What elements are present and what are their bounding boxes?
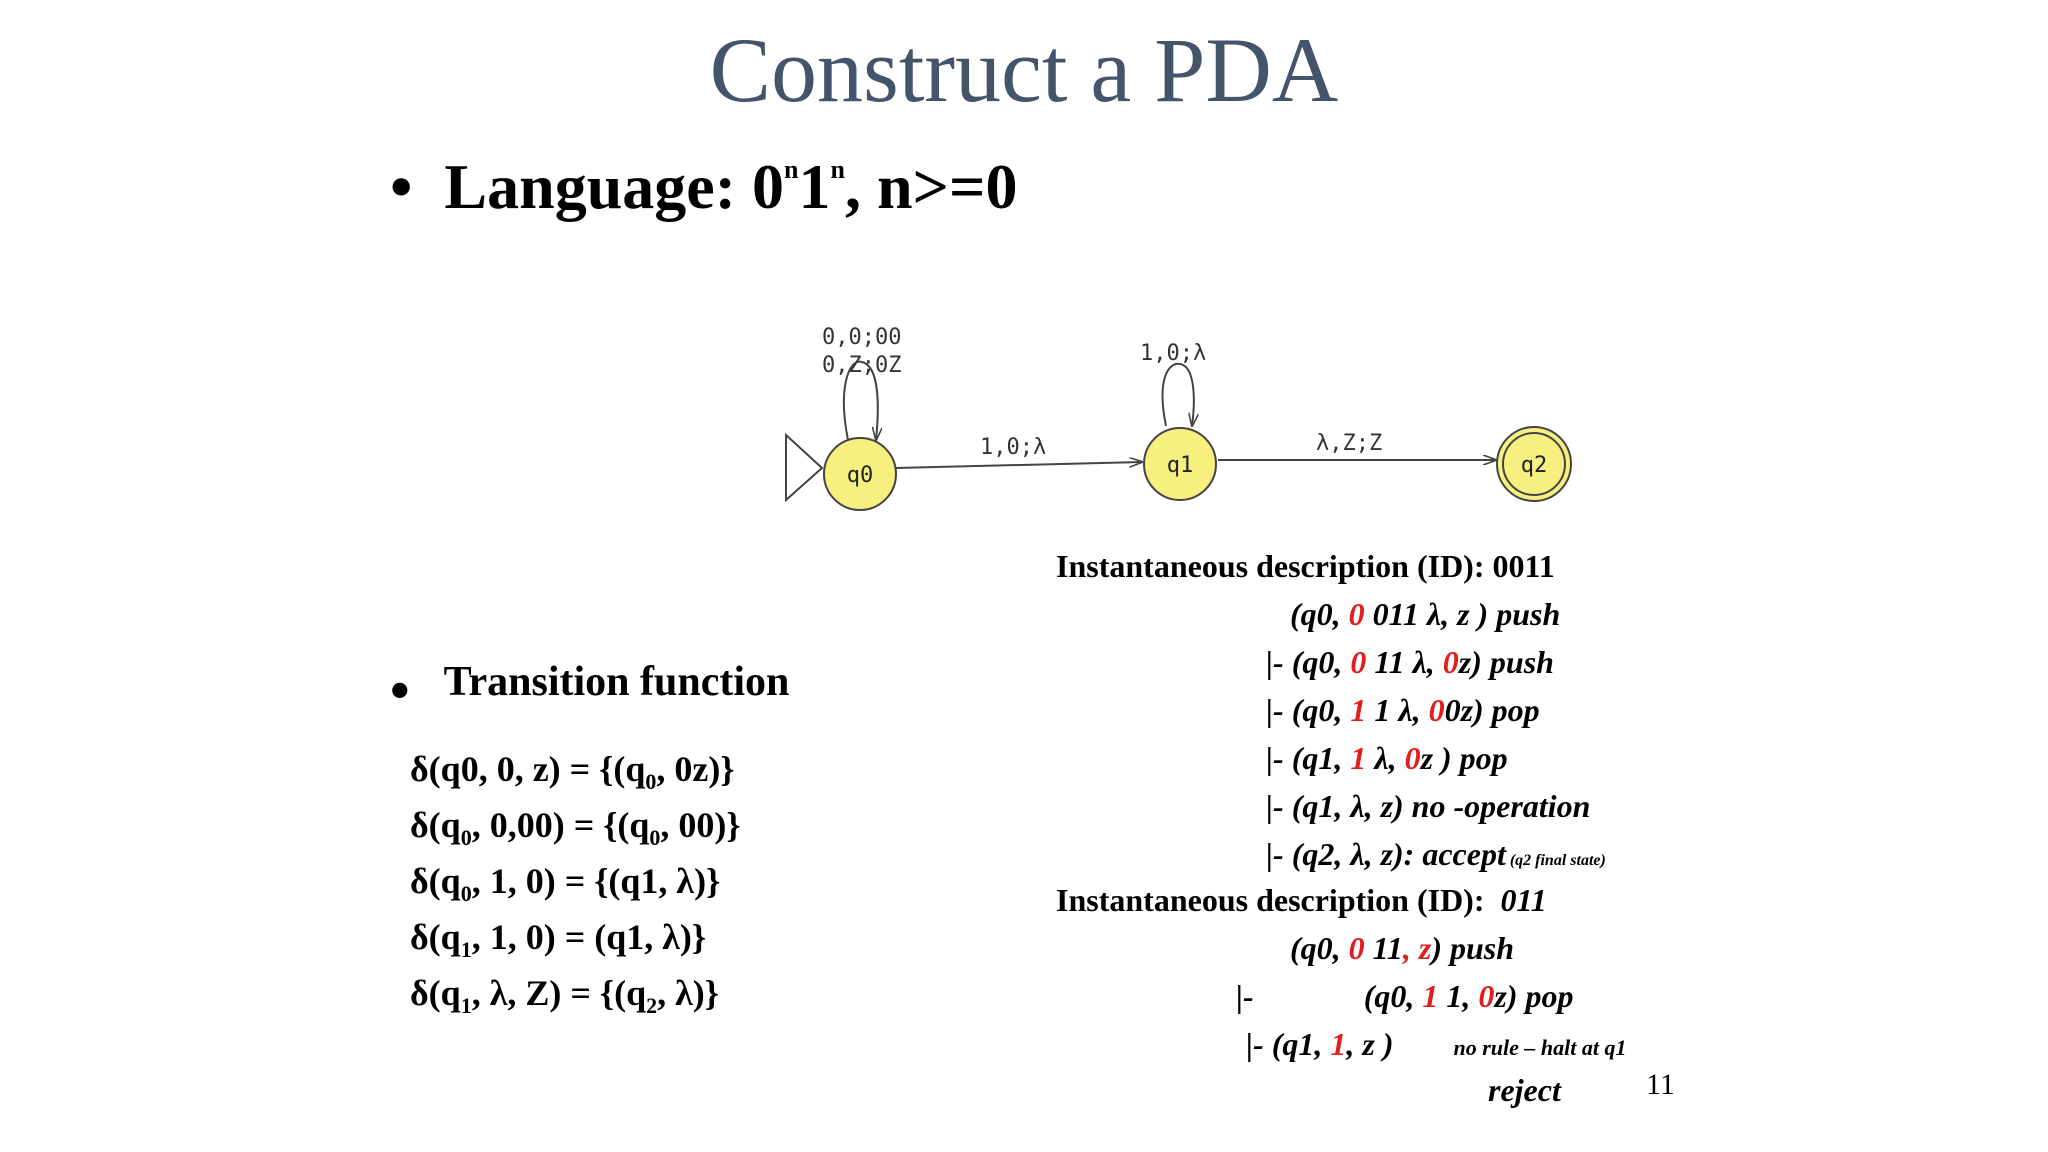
page-number: 11 [1646,1068,1675,1101]
state-q2-inner [1502,432,1566,496]
transition-line-5: δ(q1, λ, Z) = {(q2, λ)} [410,973,719,1018]
language-prefix: Language: 0 [444,151,784,222]
id1-line-1: (q0, 0 011 λ, z ) push [1290,596,1561,632]
language-line: • Language: 0n1n, n>=0 [390,150,1017,224]
initial-state-arrow [785,432,824,503]
id1-heading: Instantaneous description (ID): 0011 [1056,548,1555,584]
id2-line-2: |-(q0, 1 1, 0z) pop [1236,978,1574,1014]
state-q2-outer [1496,426,1572,502]
id1-line-4: |- (q1, 1 λ, 0z ) pop [1266,740,1508,776]
id2-line-3: |- (q1, 1, z )no rule – halt at q1 [1246,1026,1627,1062]
id2-line-4: reject [1488,1072,1561,1108]
id1-line-6: |- (q2, λ, z): accept (q2 final state) [1266,836,1606,872]
language-bullet: • [390,151,413,222]
pda-state-diagram: q0 q1 q2 0,0;00 0,Z;0Z 1,0;λ 1,0;λ λ,Z;Z [785,325,1572,511]
language-mid: 1 [798,151,831,222]
state-q0 [823,437,897,511]
edge-q0-q1 [895,462,1142,469]
transition-bullet: • [390,660,410,722]
id2-line-1: (q0, 0 11, z) push [1290,930,1515,966]
edge-q1-q2-label: λ,Z;Z [1316,431,1382,456]
edge-q0-q0-label-2: 0,Z;0Z [822,353,901,378]
language-sup-n2: n [830,155,845,184]
transition-line-4: δ(q1, 1, 0) = (q1, λ)} [410,917,707,962]
transition-line-2: δ(q0, 0,00) = {(q0, 00)} [410,805,741,850]
id2-heading: Instantaneous description (ID): 011 [1056,882,1547,918]
id1-line-2: |- (q0, 0 11 λ, 0z) push [1266,644,1554,680]
id1-line-5: |- (q1, λ, z) no -operation [1266,788,1591,824]
edge-q1-q1 [1161,362,1194,426]
state-q2-label: q2 [1521,453,1548,478]
id1-line-3: |- (q0, 1 1 λ, 00z) pop [1266,692,1540,728]
state-q0-label: q0 [847,463,874,488]
language-sup-n1: n [784,155,799,184]
edge-q1-q1-label: 1,0;λ [1140,341,1206,366]
transition-line-1: δ(q0, 0, z) = {(q0, 0z)} [410,749,735,794]
language-suffix: , n>=0 [844,151,1018,222]
state-q1-label: q1 [1167,453,1194,478]
transition-heading: • Transition function [390,658,789,723]
transition-line-3: δ(q0, 1, 0) = {(q1, λ)} [410,861,721,906]
slide-title: Construct a PDA [709,19,1339,121]
transition-heading-text: Transition function [443,659,790,705]
state-q1 [1143,427,1217,501]
edge-q0-q0 [842,360,878,440]
edge-q0-q0-label-1: 0,0;00 [822,325,901,350]
edge-q0-q1-label: 1,0;λ [980,435,1046,460]
